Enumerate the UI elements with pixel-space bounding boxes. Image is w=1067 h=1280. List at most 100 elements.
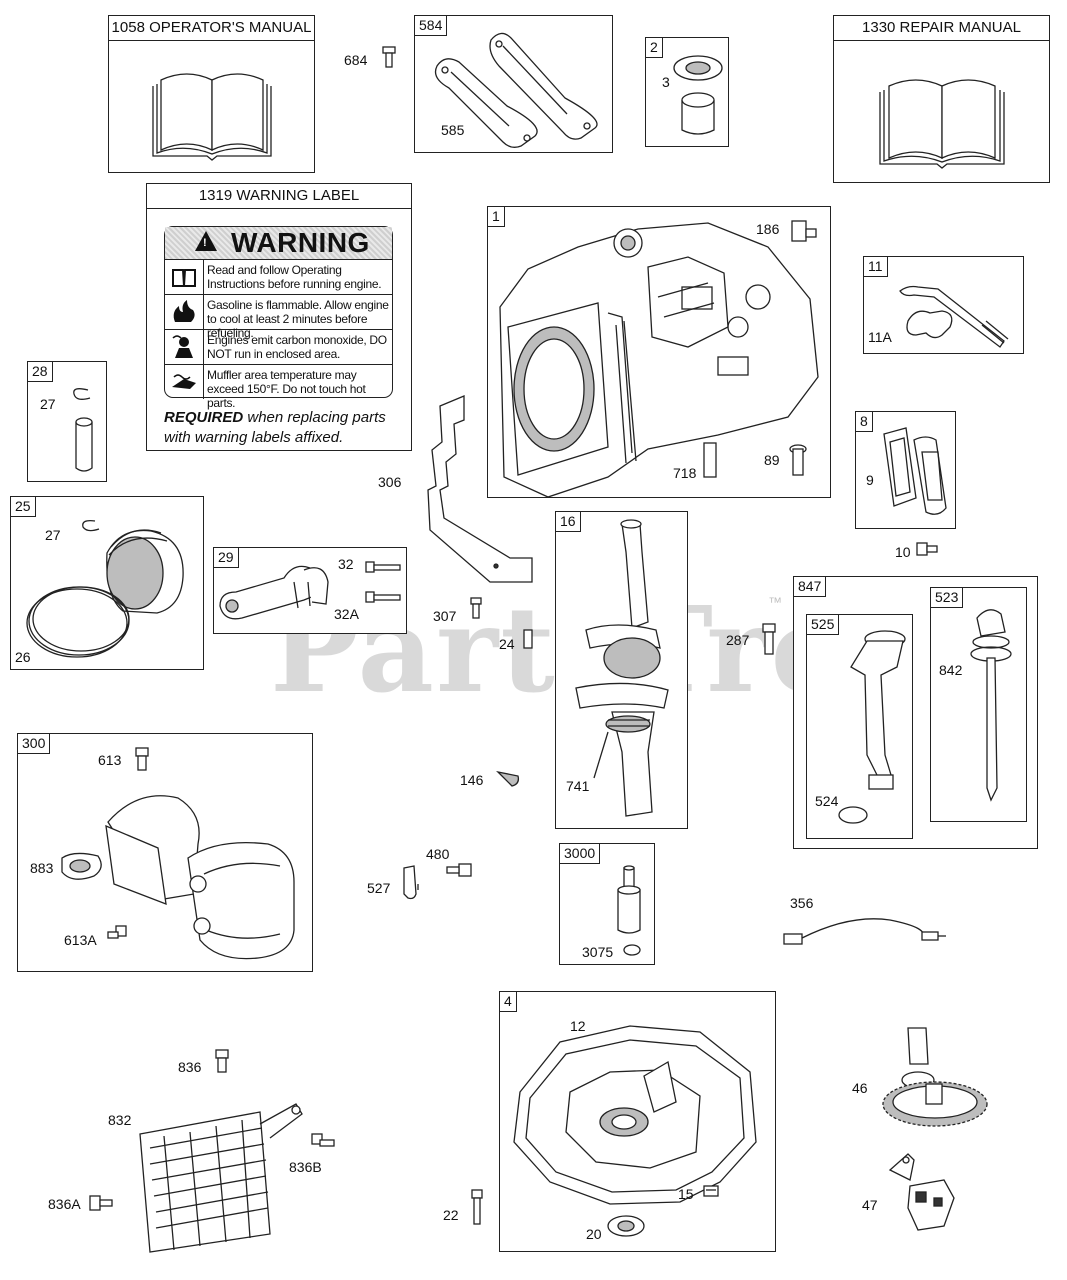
part-label-836[interactable]: 836 (178, 1059, 202, 1075)
box-16[interactable]: 16 741 (555, 511, 688, 829)
part-label-306[interactable]: 306 (378, 474, 402, 490)
box-584[interactable]: 584 585 (414, 15, 613, 153)
bolt-icon (471, 1189, 483, 1225)
part-label-146[interactable]: 146 (460, 772, 484, 788)
part-label-832[interactable]: 832 (108, 1112, 132, 1128)
part-label-27[interactable]: 27 (40, 396, 56, 412)
box-25[interactable]: 25 27 26 (10, 496, 204, 670)
warning-triangle-icon (195, 231, 217, 251)
box-1[interactable]: 1 186 718 89 (487, 206, 831, 498)
warning-row: Gasoline is flammable. Allow engine to c… (165, 295, 392, 340)
part-label-15[interactable]: 15 (678, 1186, 694, 1202)
part-label-527[interactable]: 527 (367, 880, 391, 896)
screw-icon (470, 597, 482, 619)
part-label-10[interactable]: 10 (895, 544, 911, 560)
part-label-613[interactable]: 613 (98, 752, 122, 768)
part-label-356[interactable]: 356 (790, 895, 814, 911)
part-label-12[interactable]: 12 (570, 1018, 586, 1034)
warning-decal: ! WARNING Read and follow Operating Inst… (164, 226, 393, 410)
box-4[interactable]: 4 12 15 20 (499, 991, 776, 1252)
warning-row: Muffler area temperature may exceed 150°… (165, 365, 392, 410)
part-label-186[interactable]: 186 (756, 221, 780, 237)
part-label-883[interactable]: 883 (30, 860, 54, 876)
bolt-icon (107, 925, 127, 939)
valve-kit-illustration (617, 865, 641, 956)
wrist-pin-illustration (73, 388, 93, 472)
flame-icon (165, 295, 204, 329)
part-label-24[interactable]: 24 (499, 636, 515, 652)
key-icon (523, 629, 533, 649)
box-525[interactable]: 525 524 (806, 614, 913, 839)
gasket-pair-illustration (434, 32, 598, 148)
part-label-20[interactable]: 20 (586, 1226, 602, 1242)
part-label-47[interactable]: 47 (862, 1197, 878, 1213)
box-11[interactable]: 11 11A (863, 256, 1024, 354)
fumes-icon (165, 330, 204, 364)
part-label-9[interactable]: 9 (866, 472, 874, 488)
box-tag: 16 (555, 511, 581, 532)
part-label-32a[interactable]: 32A (334, 606, 359, 622)
operators-manual-box[interactable]: 1058 OPERATOR'S MANUAL (108, 15, 315, 173)
part-label-27[interactable]: 27 (45, 527, 61, 543)
box-tag: 8 (855, 411, 873, 432)
part-label-480[interactable]: 480 (426, 846, 450, 862)
part-label-524[interactable]: 524 (815, 793, 839, 809)
governor-illustration (888, 1153, 955, 1231)
bolt-icon (916, 542, 938, 556)
part-label-836b[interactable]: 836B (289, 1159, 322, 1175)
dipstick-tube-illustration (838, 630, 906, 824)
box-2[interactable]: 2 3 (645, 37, 729, 147)
box-523[interactable]: 523 842 (930, 587, 1027, 822)
bolt-icon (135, 747, 149, 771)
box-28[interactable]: 28 27 (27, 361, 107, 482)
operators-manual-title: 1058 OPERATOR'S MANUAL (109, 16, 314, 41)
box-tag: 584 (414, 15, 448, 36)
part-label-718[interactable]: 718 (673, 465, 697, 481)
warning-header: ! WARNING (165, 227, 392, 260)
clip-icon (403, 865, 419, 900)
part-label-585[interactable]: 585 (441, 122, 465, 138)
hot-surface-icon (165, 365, 204, 399)
repair-manual-box[interactable]: 1330 REPAIR MANUAL (833, 15, 1050, 183)
woodruff-key-icon (496, 770, 520, 787)
part-label-741[interactable]: 741 (566, 778, 590, 794)
dipstick-illustration (970, 609, 1012, 802)
box-tag: 300 (17, 733, 51, 754)
warning-row: Engines emit carbon monoxide, DO NOT run… (165, 330, 392, 365)
repair-manual-title: 1330 REPAIR MANUAL (834, 16, 1049, 41)
part-label-32[interactable]: 32 (338, 556, 354, 572)
box-tag: 28 (27, 361, 53, 382)
part-label-26[interactable]: 26 (15, 649, 31, 665)
sensor-cable-illustration (783, 918, 946, 945)
box-tag: 523 (930, 587, 964, 608)
box-300[interactable]: 300 613 883 613A (17, 733, 313, 972)
box-tag: 25 (10, 496, 36, 517)
bracket-illustration (427, 395, 533, 583)
part-label-3075[interactable]: 3075 (582, 944, 614, 960)
drain-plug-icon (703, 1185, 719, 1197)
box-tag: 29 (213, 547, 239, 568)
bolt-icon (89, 1195, 113, 1211)
part-label-307[interactable]: 307 (433, 608, 457, 624)
box-tag: 525 (806, 614, 840, 635)
warning-row: Read and follow Operating Instructions b… (165, 260, 392, 295)
part-label-613a[interactable]: 613A (64, 932, 97, 948)
part-label-3[interactable]: 3 (662, 74, 670, 90)
box-8[interactable]: 8 9 (855, 411, 956, 529)
part-label-684[interactable]: 684 (344, 52, 368, 68)
part-label-22[interactable]: 22 (443, 1207, 459, 1223)
box-3000[interactable]: 3000 3075 (559, 843, 655, 965)
part-label-89[interactable]: 89 (764, 452, 780, 468)
part-label-46[interactable]: 46 (852, 1080, 868, 1096)
warning-text: Gasoline is flammable. Allow engine to c… (207, 298, 389, 340)
part-label-287[interactable]: 287 (726, 632, 750, 648)
warning-required-note: REQUIRED when replacing parts with warni… (164, 409, 386, 446)
part-label-836a[interactable]: 836A (48, 1196, 81, 1212)
muffler-guard-illustration (139, 1103, 303, 1253)
part-label-842[interactable]: 842 (939, 662, 963, 678)
part-label-11a[interactable]: 11A (868, 329, 892, 345)
bolt-icon (382, 46, 396, 68)
open-book-icon (879, 79, 1005, 169)
manual-icon (165, 260, 204, 294)
box-29[interactable]: 29 32 32A (213, 547, 407, 634)
